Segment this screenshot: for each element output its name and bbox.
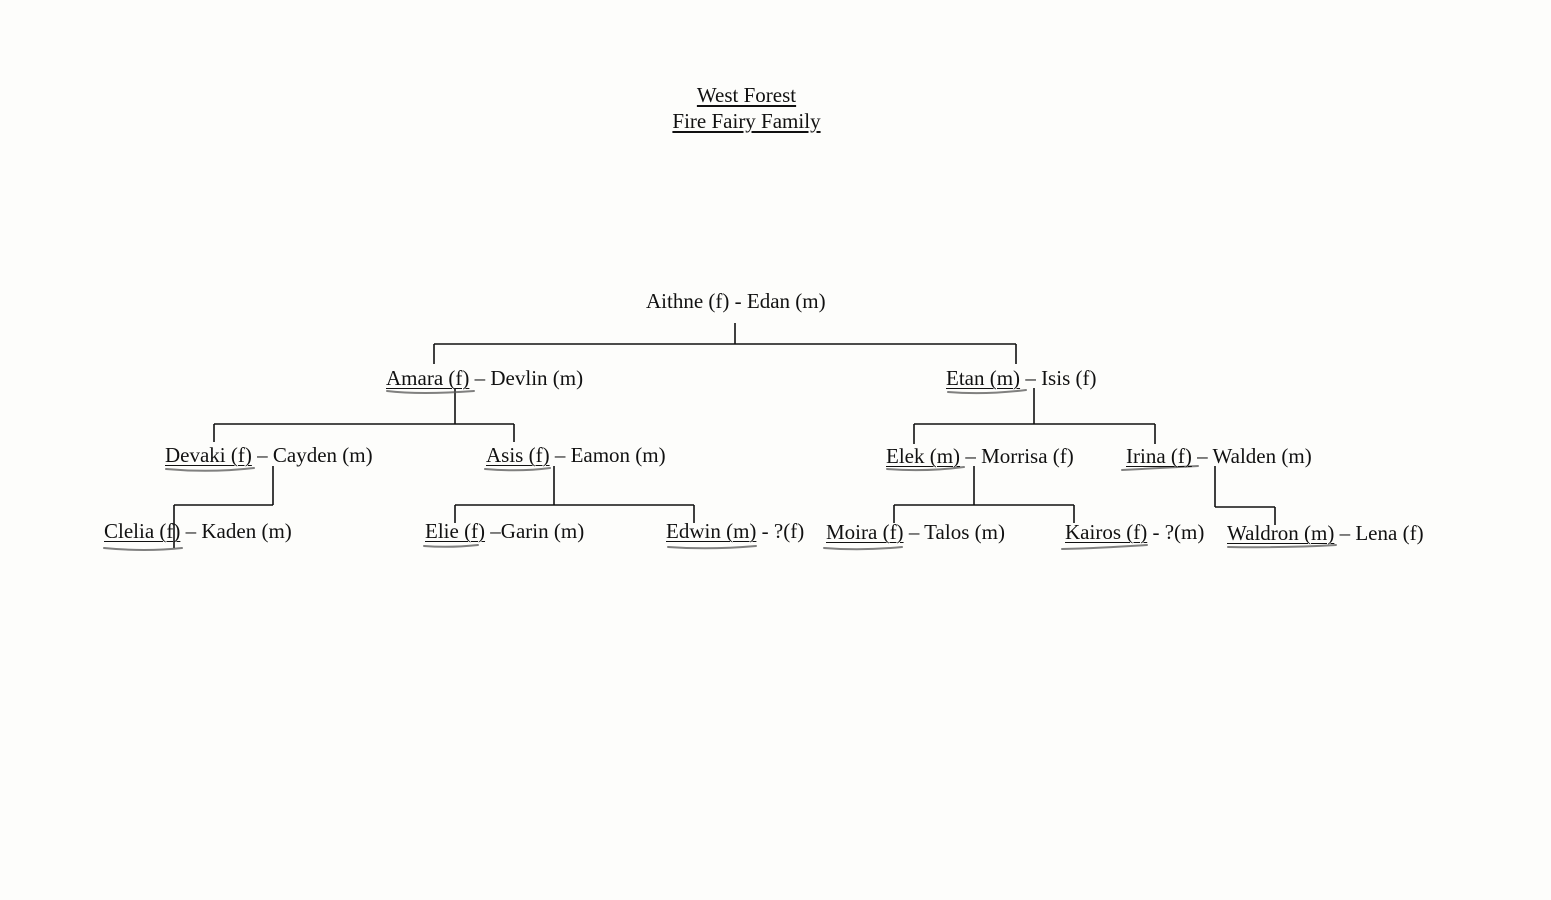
title-line-1: West Forest bbox=[696, 83, 797, 107]
partner-morrisa: – Morrisa (f) bbox=[960, 444, 1074, 468]
person-devaki: Devaki (f) bbox=[165, 443, 252, 467]
pen-underline-elie bbox=[423, 544, 479, 548]
pen-underline-edwin bbox=[667, 545, 757, 550]
couple-clelia-kaden: Clelia (f) – Kaden (m) bbox=[104, 521, 292, 542]
couple-irina-walden: Irina (f) – Walden (m) bbox=[1126, 446, 1312, 467]
person-edwin: Edwin (m) bbox=[666, 519, 757, 543]
partner-walden: – Walden (m) bbox=[1191, 444, 1312, 468]
person-elek: Elek (m) bbox=[886, 444, 961, 468]
couple-kairos-unknown: Kairos (f) - ?(m) bbox=[1065, 522, 1204, 543]
person-waldron: Waldron (m) bbox=[1227, 521, 1335, 545]
person-clelia: Clelia (f) bbox=[104, 519, 181, 543]
pen-underline-etan bbox=[947, 389, 1027, 395]
person-asis: Asis (f) bbox=[486, 443, 550, 467]
pen-underline-irina bbox=[1121, 465, 1199, 471]
partner-unknown-f: - ?(f) bbox=[756, 519, 805, 543]
root-couple-label: Aithne (f) - Edan (m) bbox=[646, 289, 826, 313]
pen-underline-amara bbox=[386, 390, 475, 394]
person-amara: Amara (f) bbox=[386, 366, 470, 390]
couple-etan-isis: Etan (m) – Isis (f) bbox=[946, 368, 1096, 389]
couple-waldron-lena: Waldron (m) – Lena (f) bbox=[1227, 523, 1424, 544]
partner-talos: – Talos (m) bbox=[903, 520, 1005, 544]
partner-cayden: – Cayden (m) bbox=[251, 443, 373, 467]
couple-edwin-unknown: Edwin (m) - ?(f) bbox=[666, 521, 804, 542]
partner-lena: – Lena (f) bbox=[1334, 521, 1424, 545]
person-etan: Etan (m) bbox=[946, 366, 1021, 390]
couple-elek-morrisa: Elek (m) – Morrisa (f) bbox=[886, 446, 1074, 467]
person-moira: Moira (f) bbox=[826, 520, 904, 544]
pen-underline-clelia bbox=[103, 547, 183, 551]
pen-underline-moira bbox=[823, 546, 903, 551]
couple-devaki-cayden: Devaki (f) – Cayden (m) bbox=[165, 445, 373, 466]
pen-underline-asis bbox=[484, 467, 551, 472]
person-irina: Irina (f) bbox=[1126, 444, 1192, 468]
pen-underline-devaki bbox=[165, 467, 255, 472]
partner-garin: –Garin (m) bbox=[485, 519, 585, 543]
couple-elie-garin: Elie (f) –Garin (m) bbox=[425, 521, 584, 542]
person-kairos: Kairos (f) bbox=[1065, 520, 1148, 544]
partner-unknown-m: - ?(m) bbox=[1147, 520, 1205, 544]
couple-asis-eamon: Asis (f) – Eamon (m) bbox=[486, 445, 666, 466]
title-line-2: Fire Fairy Family bbox=[672, 109, 821, 133]
partner-devlin: – Devlin (m) bbox=[469, 366, 584, 390]
couple-amara-devlin: Amara (f) – Devlin (m) bbox=[386, 368, 583, 389]
partner-eamon: – Eamon (m) bbox=[549, 443, 666, 467]
partner-kaden: – Kaden (m) bbox=[180, 519, 292, 543]
person-elie: Elie (f) bbox=[425, 519, 486, 543]
partner-isis: – Isis (f) bbox=[1020, 366, 1097, 390]
pen-underline-kairos bbox=[1061, 544, 1148, 550]
pen-underline-waldron bbox=[1227, 544, 1337, 549]
root-couple: Aithne (f) - Edan (m) bbox=[646, 291, 826, 312]
couple-moira-talos: Moira (f) – Talos (m) bbox=[826, 522, 1005, 543]
pen-underline-elek bbox=[886, 466, 965, 472]
